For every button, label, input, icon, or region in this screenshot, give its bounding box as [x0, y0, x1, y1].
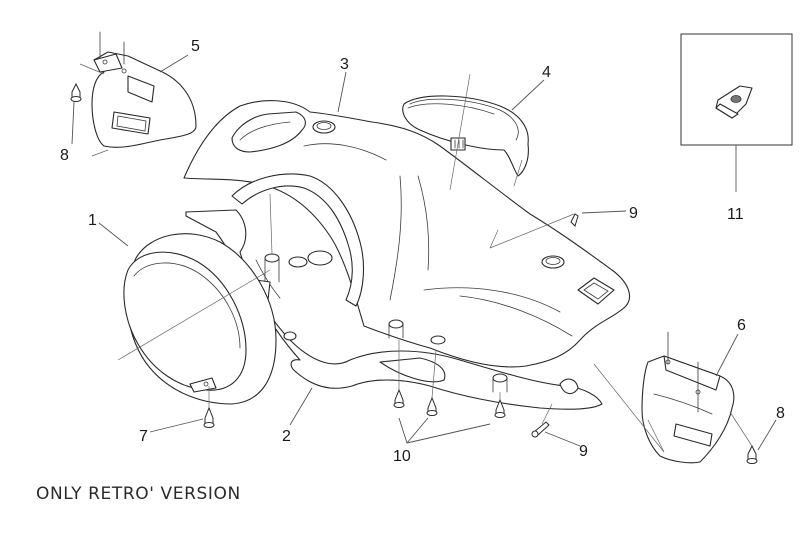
- callout-9-upper: 9: [629, 205, 638, 222]
- screw-9-upper: [570, 213, 579, 227]
- assembly-axes: [79, 63, 753, 453]
- callout-3: 3: [340, 56, 349, 73]
- right-switch-cover: [641, 331, 735, 464]
- callout-leaders: [71, 54, 777, 451]
- screw-10-a: [393, 388, 405, 408]
- callout-10: 10: [393, 448, 411, 465]
- instrument-bezel-ring: [402, 95, 529, 177]
- callout-9-lower: 9: [579, 443, 588, 460]
- callout-8-left: 8: [60, 147, 69, 164]
- screw-8-left: [70, 82, 82, 102]
- screw-9-lower: [531, 421, 550, 438]
- screw-7: [203, 406, 215, 428]
- callout-5: 5: [191, 38, 200, 55]
- callout-labels: 1 2 3 4 5 6 7 8 8 9 9 10 11: [60, 38, 785, 465]
- version-caption: ONLY RETRO' VERSION: [36, 484, 241, 504]
- callout-7: 7: [139, 428, 148, 445]
- screw-10-b: [426, 396, 438, 416]
- callout-11: 11: [727, 206, 744, 223]
- callout-8-right: 8: [776, 405, 785, 422]
- callout-4: 4: [542, 64, 551, 81]
- screw-8-right: [746, 444, 758, 464]
- left-switch-cover: [91, 31, 197, 148]
- speed-nut-clip-box: [680, 33, 793, 192]
- upper-handlebar-cover: [183, 100, 630, 368]
- screw-10-c: [494, 398, 506, 418]
- callout-6: 6: [737, 317, 746, 334]
- callout-1: 1: [88, 212, 97, 229]
- callout-2: 2: [282, 428, 291, 445]
- headlight-rim: [123, 233, 277, 405]
- lower-handlebar-cover: [185, 209, 603, 410]
